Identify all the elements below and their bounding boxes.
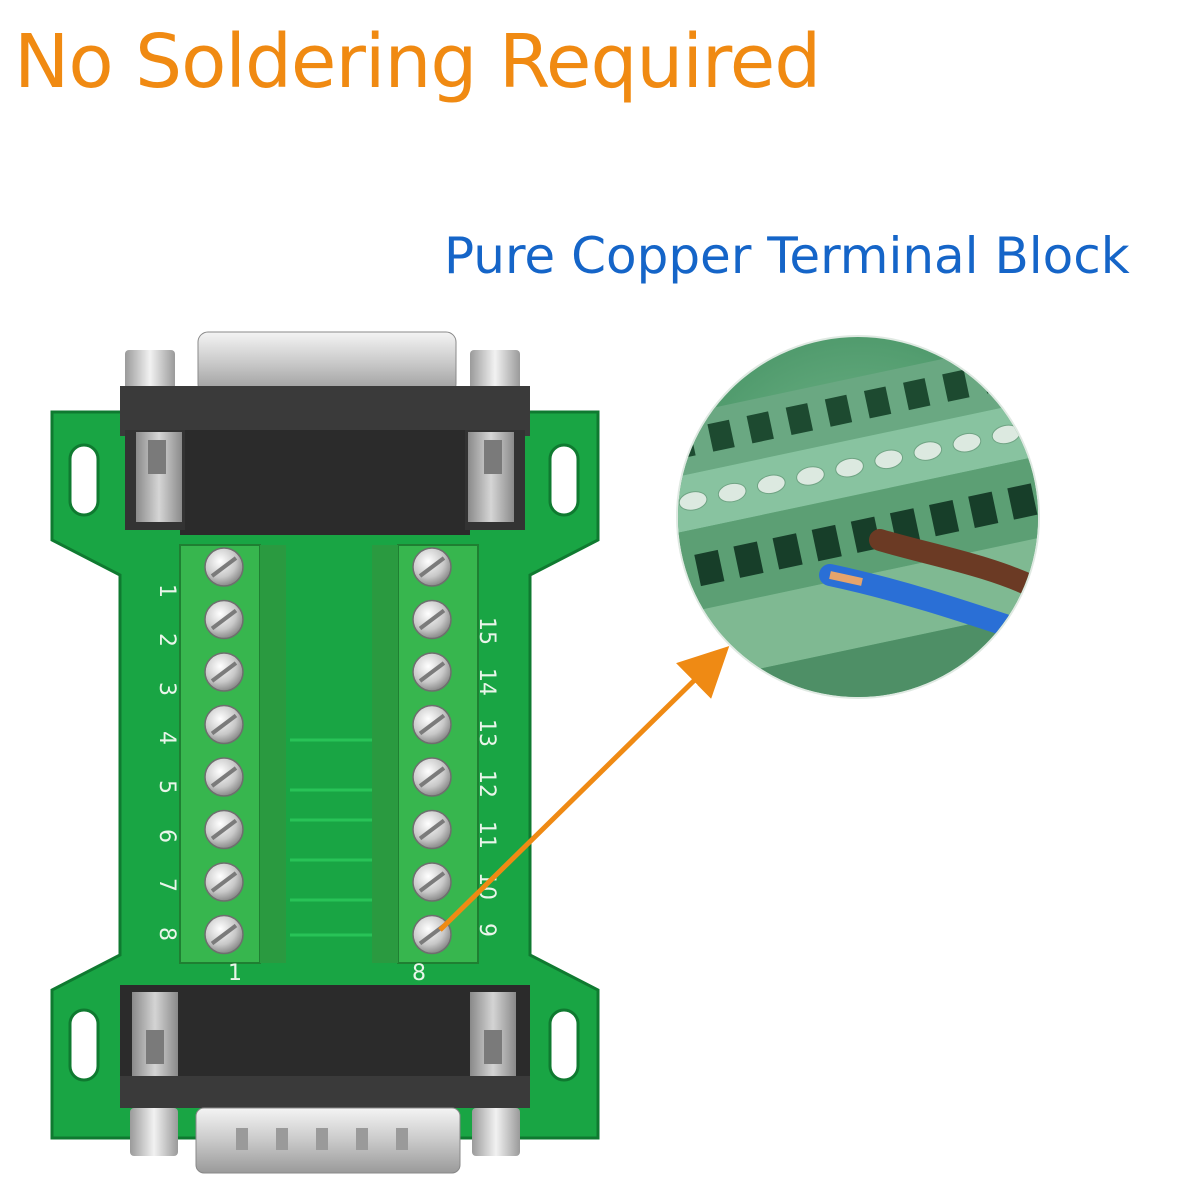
pcb-traces [290,738,372,937]
mounting-slot [68,443,100,517]
terminal-screw [204,757,244,797]
terminal-block-left [179,544,286,964]
silk-label-left: 1 [228,961,242,986]
pin-label: 8 [154,927,179,941]
mounting-slot [548,1008,580,1082]
pin-label: 6 [154,829,179,843]
terminal-screw [412,547,452,587]
pin-label: 7 [154,878,179,892]
top-connector-body [120,386,530,535]
bottom-connector [120,985,530,1174]
pin-label: 4 [154,731,179,745]
terminal-screw [204,809,244,850]
pin-labels-right: 1514131211109 [474,617,499,937]
mounting-slot [548,443,580,517]
pin-label: 5 [154,780,179,794]
headline: No Soldering Required [14,19,821,105]
pin-label: 12 [474,770,499,798]
pointer-arrow [438,645,730,932]
mounting-slot [68,1008,100,1082]
pin-label: 2 [154,633,179,647]
pin-label: 14 [474,668,499,696]
pin-label: 11 [474,821,499,849]
pin-label: 9 [474,923,499,937]
pin-label: 3 [154,682,179,696]
terminal-screw [204,862,244,902]
pin-labels-left: 1 2 3 4 5 6 7 8 [154,584,179,941]
terminal-screw [412,809,452,850]
terminal-block-right [372,544,479,964]
subhead: Pure Copper Terminal Block [444,227,1130,285]
terminal-screw [412,862,452,902]
terminal-screw [204,652,244,692]
terminal-screw [412,704,452,745]
terminal-screw [204,599,244,640]
silk-label-right: 8 [412,961,426,986]
terminal-screw [204,704,244,745]
terminal-screw [412,914,452,955]
pin-label: 13 [474,719,499,747]
terminal-screw [204,547,244,587]
pin-label: 15 [474,617,499,645]
pin-label: 1 [154,584,179,598]
terminal-screw [412,757,452,797]
zoom-inset [676,335,1040,699]
brown-wire [869,529,1038,601]
terminal-screw [204,914,244,955]
terminal-screw [412,652,452,692]
terminal-screw [412,599,452,640]
